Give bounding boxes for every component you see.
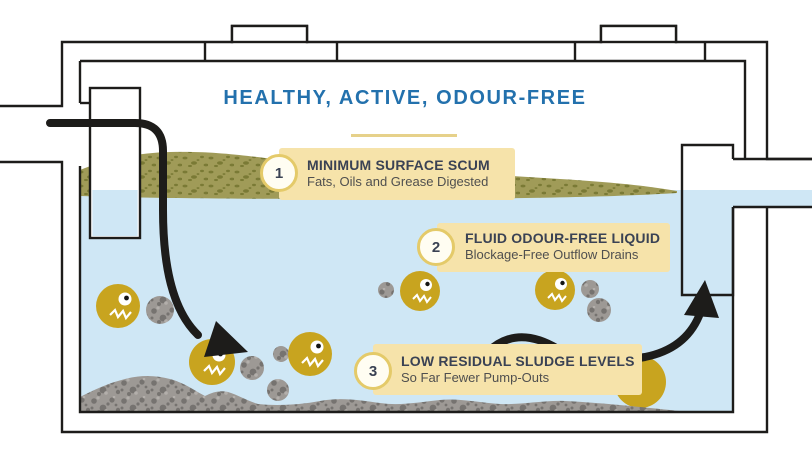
microbe	[288, 332, 332, 376]
callout-number-badge: 2	[417, 228, 455, 266]
riser-cap	[230, 24, 309, 44]
microbes	[96, 270, 575, 385]
sludge-layer	[80, 376, 688, 412]
title-underline	[351, 134, 457, 137]
inlet-flow-arrow	[46, 119, 202, 339]
tank-outer-wall	[0, 24, 812, 161]
waste-particle	[581, 280, 599, 298]
waste-particles	[146, 280, 611, 401]
tank-inner-wall	[80, 59, 747, 159]
callout-subtitle: So Far Fewer Pump-Outs	[401, 370, 550, 385]
tank-structure	[0, 24, 812, 434]
waste-particle	[378, 282, 394, 298]
waste-particle	[273, 346, 289, 362]
microbe	[96, 284, 140, 328]
callout-subtitle: Fats, Oils and Grease Digested	[307, 174, 489, 189]
callout-number-badge: 3	[354, 352, 392, 390]
callout-minimum-surface-scum: 1 MINIMUM SURFACE SCUM Fats, Oils and Gr…	[260, 148, 515, 200]
callout-title: FLUID ODOUR-FREE LIQUID	[465, 230, 661, 246]
waste-particle	[240, 356, 264, 380]
waste-particle	[587, 298, 611, 322]
outlet-baffle	[680, 143, 735, 297]
inlet-flow-arrowhead	[204, 321, 248, 357]
tank-inner-wall-lower	[78, 61, 735, 414]
callout-title: MINIMUM SURFACE SCUM	[307, 157, 490, 173]
callout-subtitle: Blockage-Free Outflow Drains	[465, 247, 639, 262]
riser-cap	[599, 24, 678, 44]
page-title: HEALTHY, ACTIVE, ODOUR-FREE	[223, 87, 587, 109]
callout-number-badge: 1	[260, 154, 298, 192]
callout-title: LOW RESIDUAL SLUDGE LEVELS	[401, 353, 635, 369]
waste-particle	[146, 296, 174, 324]
inlet-baffle-water	[92, 190, 138, 236]
tank-outer-wall-lower	[0, 160, 769, 434]
waste-particle	[267, 379, 289, 401]
outlet-flow-arrowhead	[684, 280, 719, 318]
microbe	[400, 271, 440, 311]
microbe	[535, 270, 575, 310]
callout-fluid-odour-free-liquid: 2 FLUID ODOUR-FREE LIQUID Blockage-Free …	[417, 223, 670, 272]
callout-low-residual-sludge: 3 LOW RESIDUAL SLUDGE LEVELS So Far Fewe…	[354, 344, 642, 395]
outlet-pipe-water	[733, 190, 812, 207]
